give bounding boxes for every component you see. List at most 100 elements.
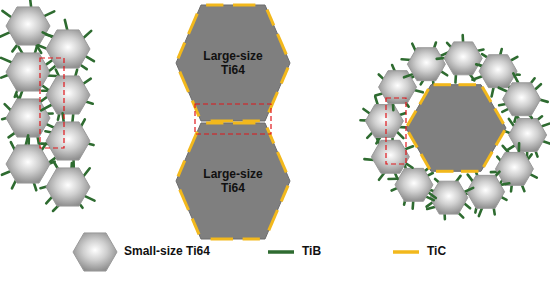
- tic-layer: [189, 132, 198, 152]
- tib-whisker: [507, 145, 515, 150]
- tib-whisker: [376, 137, 380, 143]
- legend-label: TiB: [302, 244, 321, 258]
- tic-layer: [436, 170, 454, 173]
- legend-label: TiC: [427, 244, 446, 258]
- tib-whisker: [43, 32, 53, 37]
- legend-samples: [73, 233, 419, 271]
- tic-layer: [461, 170, 479, 173]
- small-grain: [6, 7, 50, 45]
- tib-whisker: [472, 76, 482, 79]
- tic-layer: [407, 111, 416, 126]
- tib-whisker: [41, 105, 51, 111]
- tib-whisker: [479, 208, 482, 216]
- tib-whisker: [2, 11, 12, 18]
- tib-whisker: [502, 109, 508, 112]
- grain-label: Large-size Ti64: [198, 167, 268, 196]
- tic-layer: [482, 87, 491, 102]
- tib-whisker: [509, 119, 514, 126]
- small-grain: [395, 168, 433, 201]
- tib-whisker: [426, 196, 434, 200]
- tib-whisker: [513, 73, 518, 82]
- small-grain: [509, 119, 547, 152]
- tib-whisker: [535, 84, 541, 90]
- small-grain: [6, 145, 50, 183]
- tib-whisker: [464, 204, 470, 209]
- tic-layer: [459, 83, 477, 86]
- tib-whisker: [26, 135, 29, 145]
- tic-layer: [281, 186, 288, 202]
- tic-layer: [421, 154, 430, 169]
- tic-layer: [484, 152, 493, 167]
- small-grain: [46, 76, 90, 114]
- grain-shape: [176, 5, 290, 121]
- tib-whisker: [518, 143, 521, 152]
- small-grain: [365, 105, 403, 138]
- tib-whisker: [363, 109, 369, 114]
- tic-layer: [409, 132, 418, 147]
- tic-layer: [180, 190, 189, 210]
- small-grain: [495, 152, 533, 185]
- small-grain: [46, 168, 90, 206]
- small-grain: [6, 99, 50, 137]
- large-grain: Large-size Ti64: [175, 122, 291, 240]
- tib-whisker: [464, 188, 473, 192]
- tic-layer: [189, 14, 198, 34]
- large-grain: [406, 85, 506, 172]
- tib-whisker: [83, 31, 91, 38]
- highlight-box: [195, 104, 271, 134]
- tic-layer: [495, 109, 504, 124]
- tib-whisker: [414, 90, 423, 92]
- tic-layer: [233, 122, 255, 125]
- tib-whisker: [84, 196, 94, 201]
- tib-whisker: [543, 141, 550, 144]
- tic-layer: [192, 219, 199, 235]
- tic-layer: [269, 210, 278, 230]
- small-grain-column: [0, 0, 94, 211]
- tic-layer: [178, 161, 185, 177]
- small-grain: [503, 83, 541, 116]
- grain-label: Large-size Ti64: [198, 49, 268, 78]
- legend-sample: [268, 250, 294, 254]
- tic-layer: [269, 92, 278, 112]
- small-grain: [479, 55, 517, 88]
- tic-layer: [180, 72, 189, 92]
- tic-layer: [267, 10, 274, 26]
- tic-layer: [206, 4, 223, 7]
- small-grain: [407, 48, 445, 81]
- tic-layer: [434, 83, 452, 86]
- large-grain: Large-size Ti64: [175, 4, 291, 122]
- small-grain: [46, 30, 90, 68]
- tic-layer: [278, 34, 287, 54]
- highlight-box: [386, 98, 406, 164]
- tib-whisker: [44, 11, 55, 16]
- tic-layer: [233, 4, 255, 7]
- core-shell-structure: [360, 35, 550, 219]
- small-grain: [379, 71, 417, 104]
- tib-whisker: [499, 88, 507, 92]
- legend-label: Small-size Ti64: [124, 244, 210, 258]
- tib-whisker: [1, 58, 12, 63]
- small-grain: [46, 122, 90, 160]
- legend-sample: [393, 250, 419, 254]
- tic-layer: [420, 89, 429, 104]
- tib-whisker: [397, 132, 403, 138]
- tib-whisker: [85, 56, 93, 61]
- tic-layer: [192, 101, 199, 117]
- tic-layer: [178, 43, 185, 59]
- tic-layer: [211, 238, 233, 241]
- tib-whisker: [0, 32, 10, 36]
- small-grain: [444, 42, 482, 75]
- grain-shape: [176, 123, 290, 239]
- tic-layer: [496, 130, 505, 145]
- small-grain: [371, 140, 409, 173]
- tib-whisker: [9, 133, 16, 138]
- tic-layer: [206, 122, 223, 125]
- tib-whisker: [427, 207, 434, 209]
- small-grain: [6, 53, 50, 91]
- tic-layer: [267, 128, 274, 144]
- legend-sample: [73, 233, 117, 271]
- small-grain: [467, 175, 505, 208]
- highlight-box: [40, 58, 64, 148]
- tic-layer: [278, 152, 287, 172]
